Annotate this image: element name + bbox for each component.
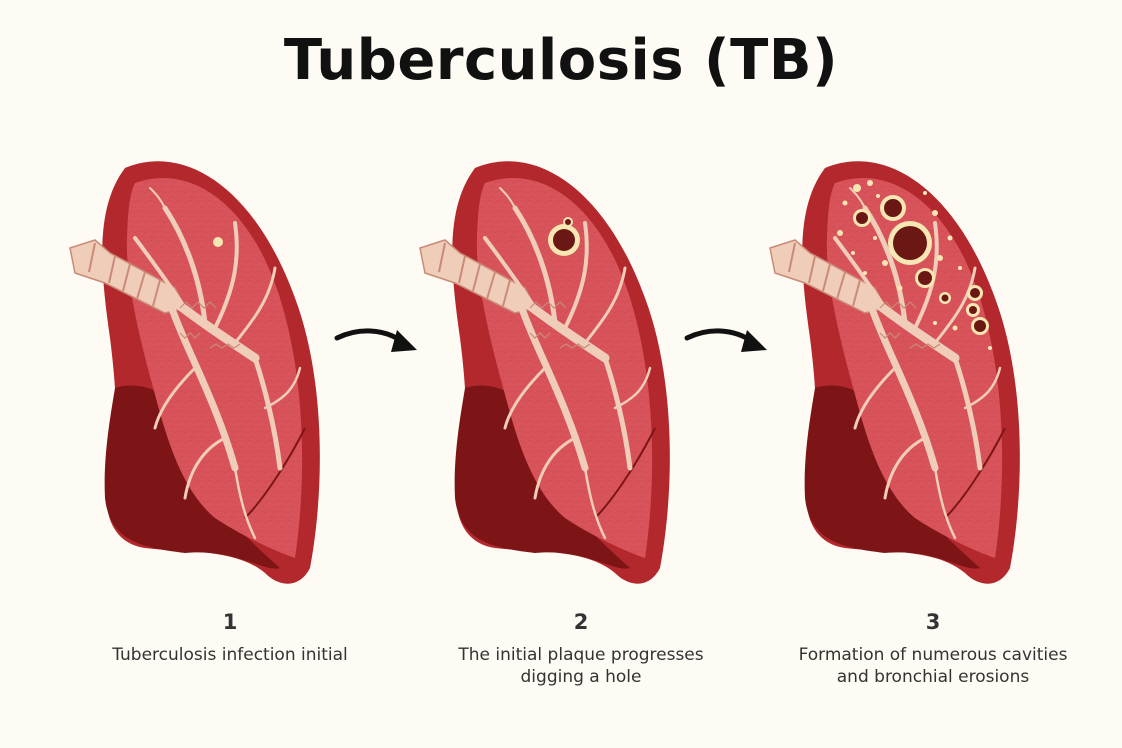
arrow-right-icon bbox=[683, 320, 773, 360]
caption-stage-3: 3 Formation of numerous cavities and bro… bbox=[763, 610, 1103, 688]
stage-description: and bronchial erosions bbox=[836, 667, 1030, 687]
caption-stage-1: 1 Tuberculosis infection initial bbox=[60, 610, 400, 666]
lung-stage-3 bbox=[765, 148, 1025, 588]
stage-description: Formation of numerous cavities bbox=[798, 645, 1068, 665]
lung-stage-1 bbox=[65, 148, 325, 588]
lung-illustration bbox=[65, 148, 325, 588]
stage-description: The initial plaque progresses bbox=[458, 645, 704, 665]
page-title: Tuberculosis (TB) bbox=[283, 28, 839, 93]
lung-illustration bbox=[415, 148, 675, 588]
initial-lesion bbox=[213, 237, 223, 247]
stage-description: digging a hole bbox=[520, 667, 642, 687]
stage-description: Tuberculosis infection initial bbox=[112, 645, 348, 665]
caption-stage-2: 2 The initial plaque progresses digging … bbox=[411, 610, 751, 688]
arrow-right-icon bbox=[333, 320, 423, 360]
lesions bbox=[837, 180, 992, 350]
cavities bbox=[853, 195, 989, 335]
lung-illustration bbox=[765, 148, 1025, 588]
stage-number: 3 bbox=[925, 610, 941, 634]
lung-stage-2 bbox=[415, 148, 675, 588]
cavity bbox=[553, 229, 575, 251]
stage-number: 2 bbox=[573, 610, 589, 634]
stage-number: 1 bbox=[222, 610, 238, 634]
